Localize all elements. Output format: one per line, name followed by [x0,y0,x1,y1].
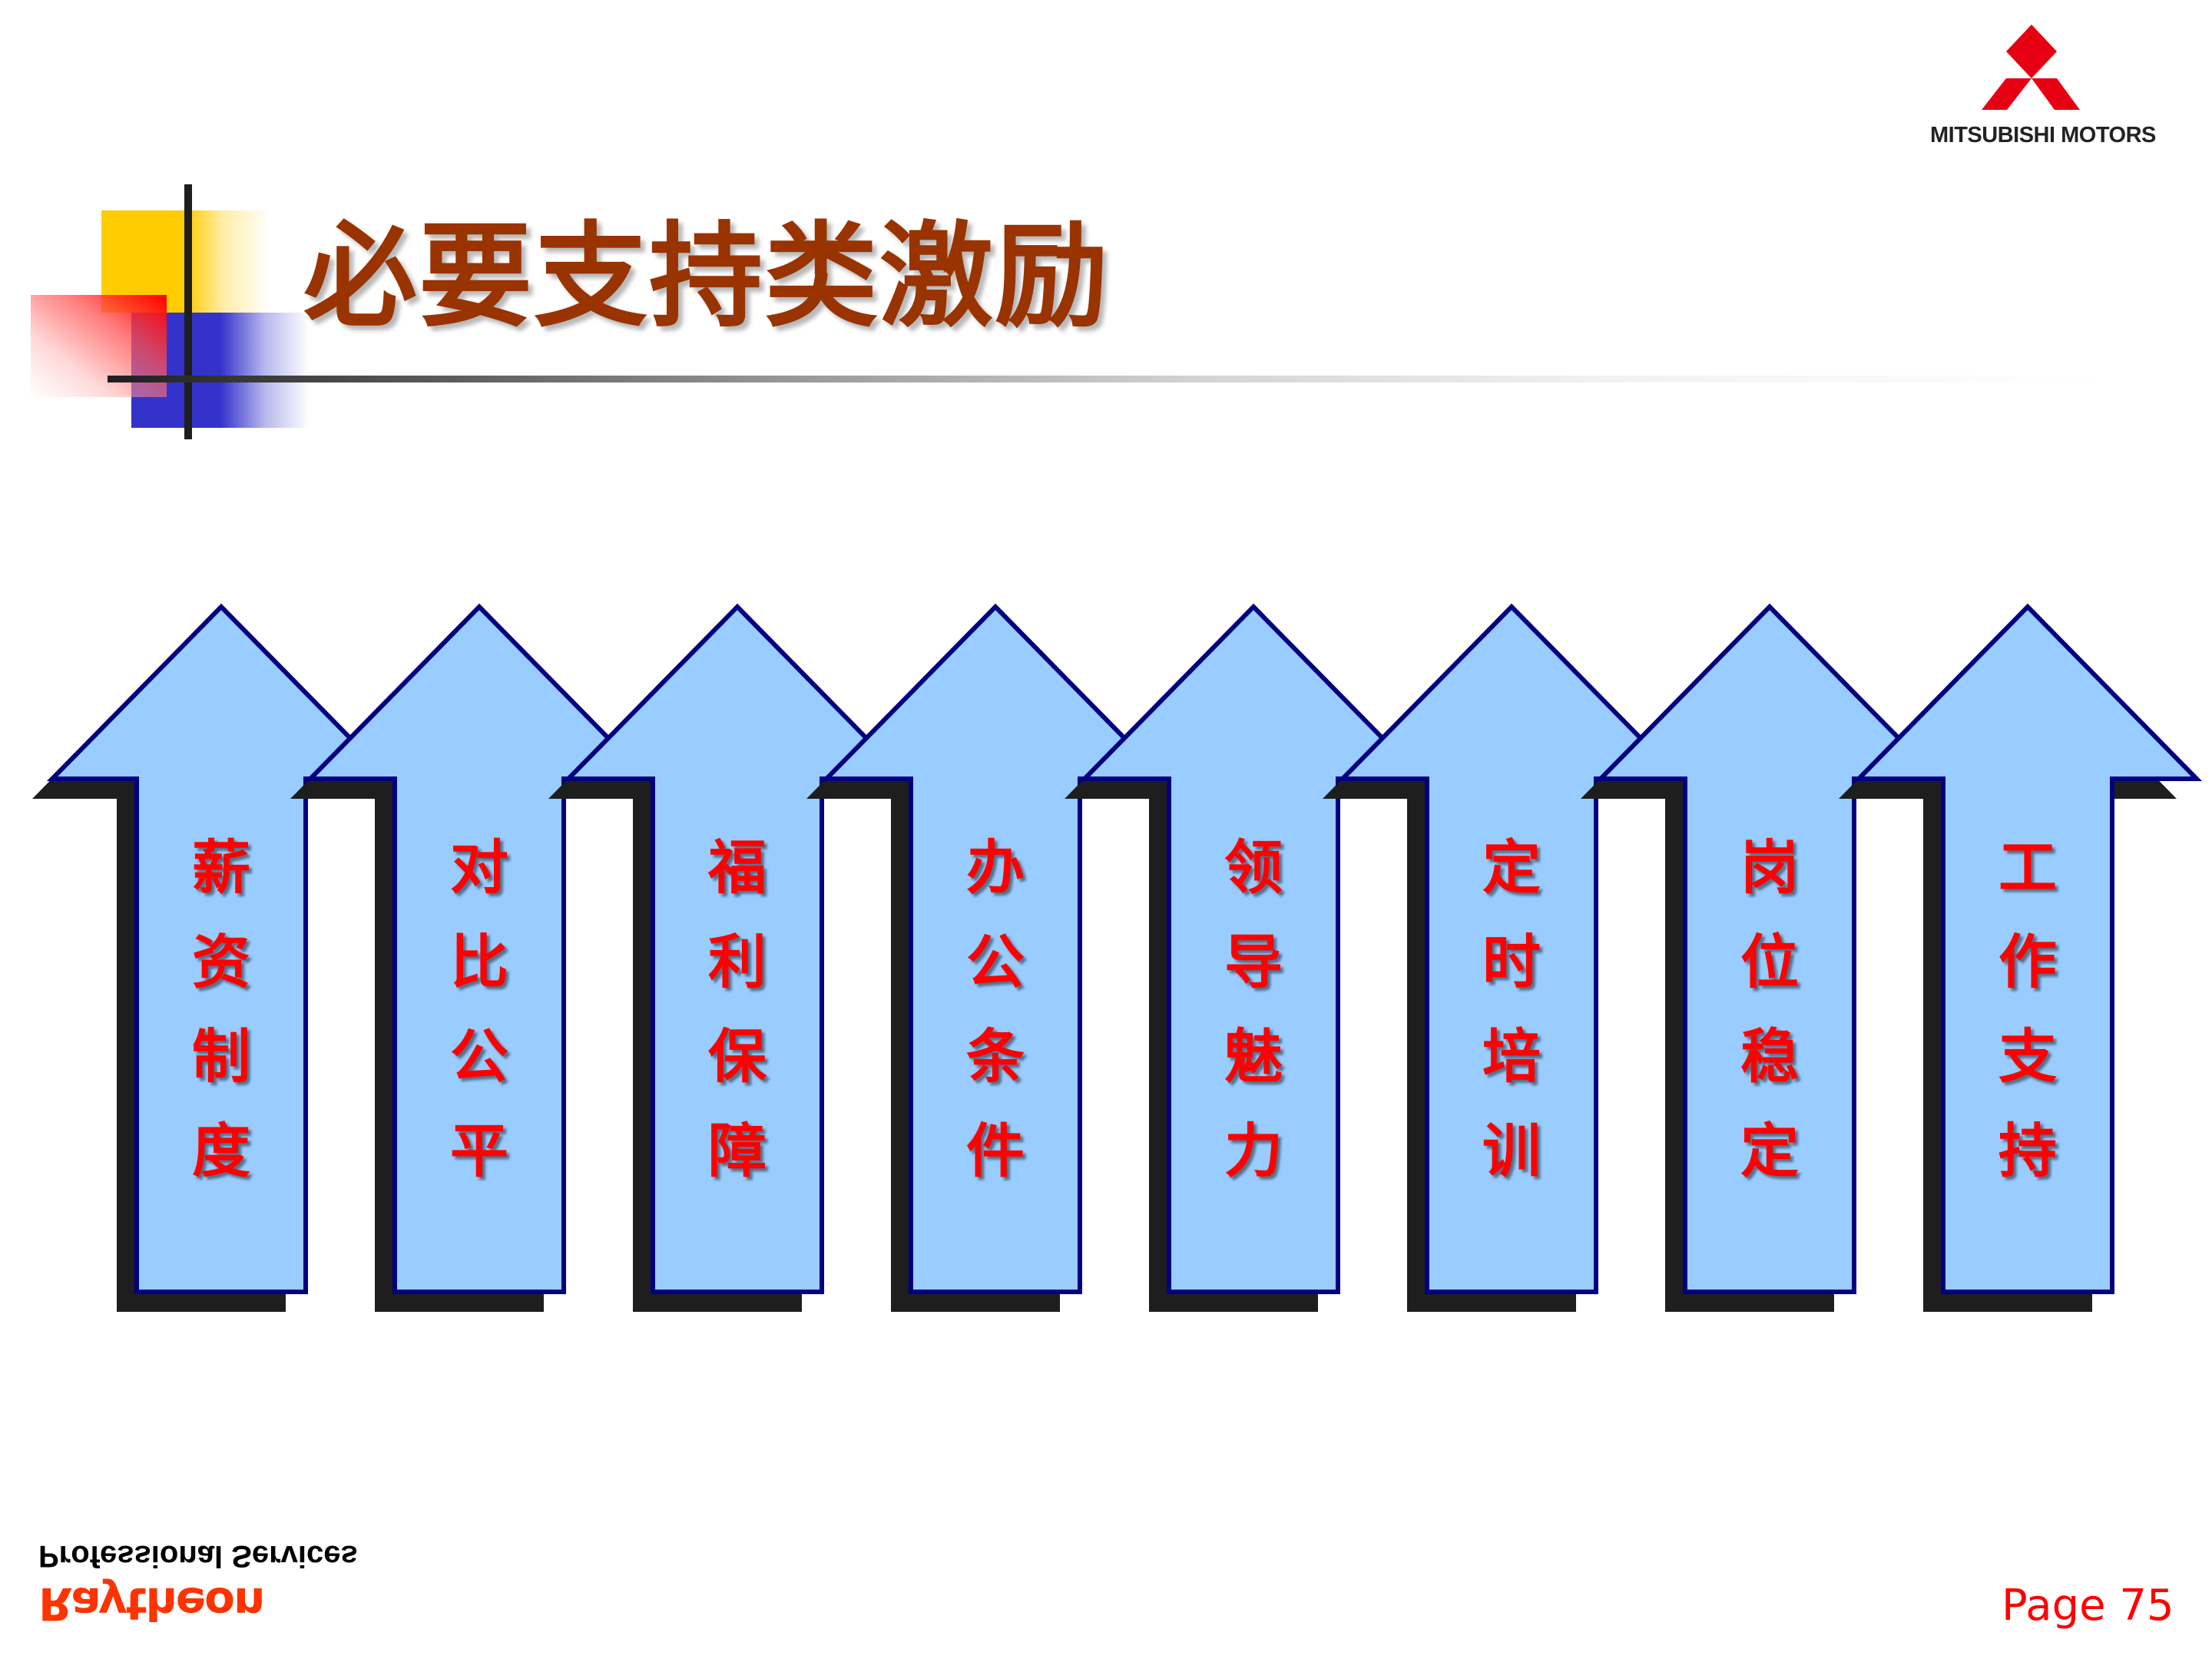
arrow-label-char: 稳 [1740,1022,1799,1091]
arrow-label-char: 时 [1482,928,1541,996]
arrow-label: 办公条件 [949,820,1041,1198]
footer-brand: Professional Services Raytheon [38,1539,358,1630]
arrow-label-char: 福 [708,833,767,902]
arrow-label: 岗位稳定 [1724,820,1816,1198]
arrow-label-char: 力 [1224,1117,1283,1185]
arrow-label-char: 障 [708,1117,767,1185]
arrow-label-char: 公 [450,1022,508,1091]
arrow-label-char: 导 [1224,928,1283,996]
arrow-label-char: 对 [450,833,508,902]
arrow-label: 对比公平 [433,820,525,1198]
mitsubishi-logo: MITSUBISHI MOTORS [1920,15,2156,150]
arrow-label-char: 保 [708,1022,767,1091]
arrow-label-char: 比 [450,928,508,996]
arrow-label-char: 公 [966,928,1025,996]
arrow-label-char: 定 [1482,833,1541,902]
arrow-label-char: 作 [1998,928,2057,996]
raytheon-logo-text: Raytheon [38,1578,264,1630]
arrow-label: 定时培训 [1465,820,1558,1198]
title-underline [108,376,2104,382]
arrow-label-char: 训 [1482,1117,1541,1185]
arrow-label: 薪资制度 [175,820,267,1198]
arrow-label-char: 持 [1998,1117,2057,1185]
arrow-label-char: 平 [450,1117,508,1185]
arrow-label: 工作支持 [1982,820,2074,1198]
arrow-label-char: 条 [966,1022,1025,1091]
arrow-label-char: 支 [1998,1022,2057,1091]
logo-text: MITSUBISHI MOTORS [1930,123,2156,147]
arrow-label-char: 定 [1740,1117,1799,1185]
arrow-label: 福利保障 [691,820,783,1198]
arrow-label-char: 魅 [1224,1022,1283,1091]
page-number: Page 75 [2002,1581,2174,1631]
arrow-label-char: 资 [192,928,250,996]
arrow-label-char: 利 [708,928,767,996]
arrow-label: 领导魅力 [1207,820,1300,1198]
arrow-label-char: 制 [192,1022,250,1091]
arrow-label-char: 度 [192,1117,250,1185]
arrow-label-char: 领 [1224,833,1283,902]
arrow-label-char: 培 [1482,1022,1541,1091]
arrow-label-char: 薪 [192,833,250,902]
arrow-label-char: 位 [1740,928,1799,996]
professional-services-text: Professional Services [38,1539,358,1573]
arrow-label-char: 办 [966,833,1025,902]
arrow-label-char: 工 [1998,833,2057,902]
decor-vertical-line [184,184,192,439]
arrow-label-char: 岗 [1740,833,1799,902]
three-diamonds-icon [1982,25,2080,110]
slide-title: 必要支持类激励 [303,210,1110,343]
arrow-label-char: 件 [966,1117,1025,1185]
